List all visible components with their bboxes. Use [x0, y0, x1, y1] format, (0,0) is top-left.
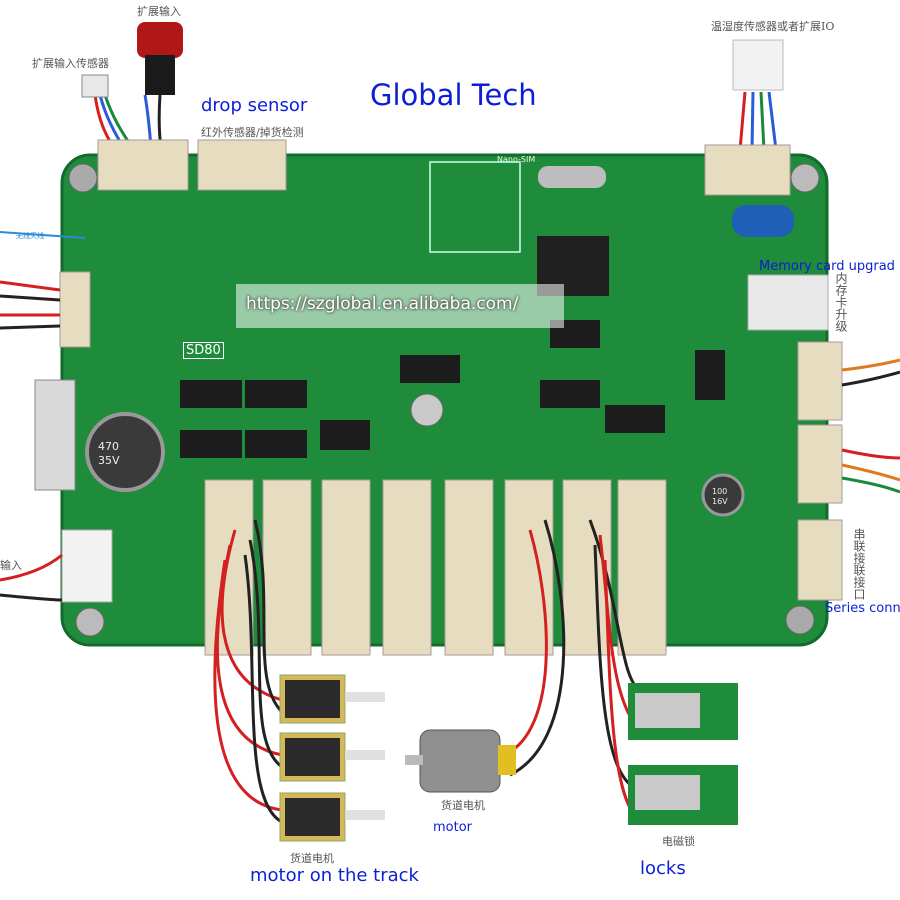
fuse-holder	[34, 379, 76, 491]
cap-large-mark: 470	[98, 440, 119, 453]
push-button-red	[137, 22, 183, 58]
capacitor-large	[85, 412, 165, 492]
crystal	[538, 166, 606, 188]
sim-mark: Nano-SIM	[497, 155, 536, 164]
locks-label: locks	[640, 858, 686, 879]
humidity-io-label: 温湿度传感器或者扩展IO	[711, 20, 835, 33]
left-wires	[0, 231, 86, 330]
connector-top-2	[197, 139, 287, 191]
cap-small-mark: 100	[712, 487, 728, 496]
bottom-wires	[213, 519, 642, 824]
push-button-body	[145, 55, 175, 95]
connector-right-3	[797, 519, 843, 601]
motor-connectors	[204, 479, 667, 656]
mounting-hole	[785, 605, 815, 635]
antenna-label: 无线天线	[16, 232, 44, 240]
connector-top-1	[97, 139, 189, 191]
motor-track-label: motor on the track	[250, 865, 419, 886]
humidity-wires	[738, 91, 778, 151]
dc-motor	[405, 729, 516, 793]
sim-slot	[429, 161, 521, 253]
series-label: Series conn	[825, 601, 900, 616]
title-label: Global Tech	[370, 78, 537, 112]
mounting-hole	[68, 163, 98, 193]
connector-left	[59, 271, 91, 348]
center-hole	[410, 393, 444, 427]
ir-sensor-label: 红外传感器/掉货检测	[201, 126, 304, 139]
track-motor-label-b: 货道电机	[290, 852, 334, 865]
ext-input-label: 扩展输入	[137, 5, 181, 18]
track-motor-label-a: 货道电机	[441, 799, 485, 812]
motor-label: motor	[433, 820, 473, 835]
connector-right-1	[797, 341, 843, 421]
electromagnetic-locks	[628, 683, 738, 825]
solenoids	[279, 674, 385, 842]
serial-port-label: 串联接联接口	[852, 528, 866, 600]
connector-right-2	[797, 424, 843, 504]
power-connector	[61, 529, 113, 603]
memory-card-label: Memory card upgrad	[759, 259, 895, 274]
input-label: 输入	[0, 559, 22, 572]
cap-small-voltage: 16V	[712, 497, 728, 506]
mounting-hole	[790, 163, 820, 193]
watermark-url: https://szglobal.en.alibaba.com/	[236, 284, 564, 328]
memory-card-slot	[747, 274, 829, 331]
capacitor-blue	[732, 205, 794, 237]
model-mark: SD80	[183, 342, 224, 359]
memory-card-slot-label: 内存卡升级	[834, 272, 848, 332]
ext-input-sensor-label: 扩展输入传感器	[32, 57, 109, 70]
capacitor-small	[701, 473, 745, 517]
em-lock-label: 电磁锁	[662, 835, 695, 848]
humidity-sensor	[732, 39, 784, 91]
drop-sensor-label: drop sensor	[201, 95, 308, 116]
ic-chips	[180, 320, 725, 458]
cap-large-voltage: 35V	[98, 454, 120, 467]
connector-top-3	[704, 144, 791, 196]
mounting-hole	[75, 607, 105, 637]
switch-sensor	[81, 74, 109, 98]
right-wires	[841, 358, 900, 494]
power-wires	[0, 553, 63, 602]
